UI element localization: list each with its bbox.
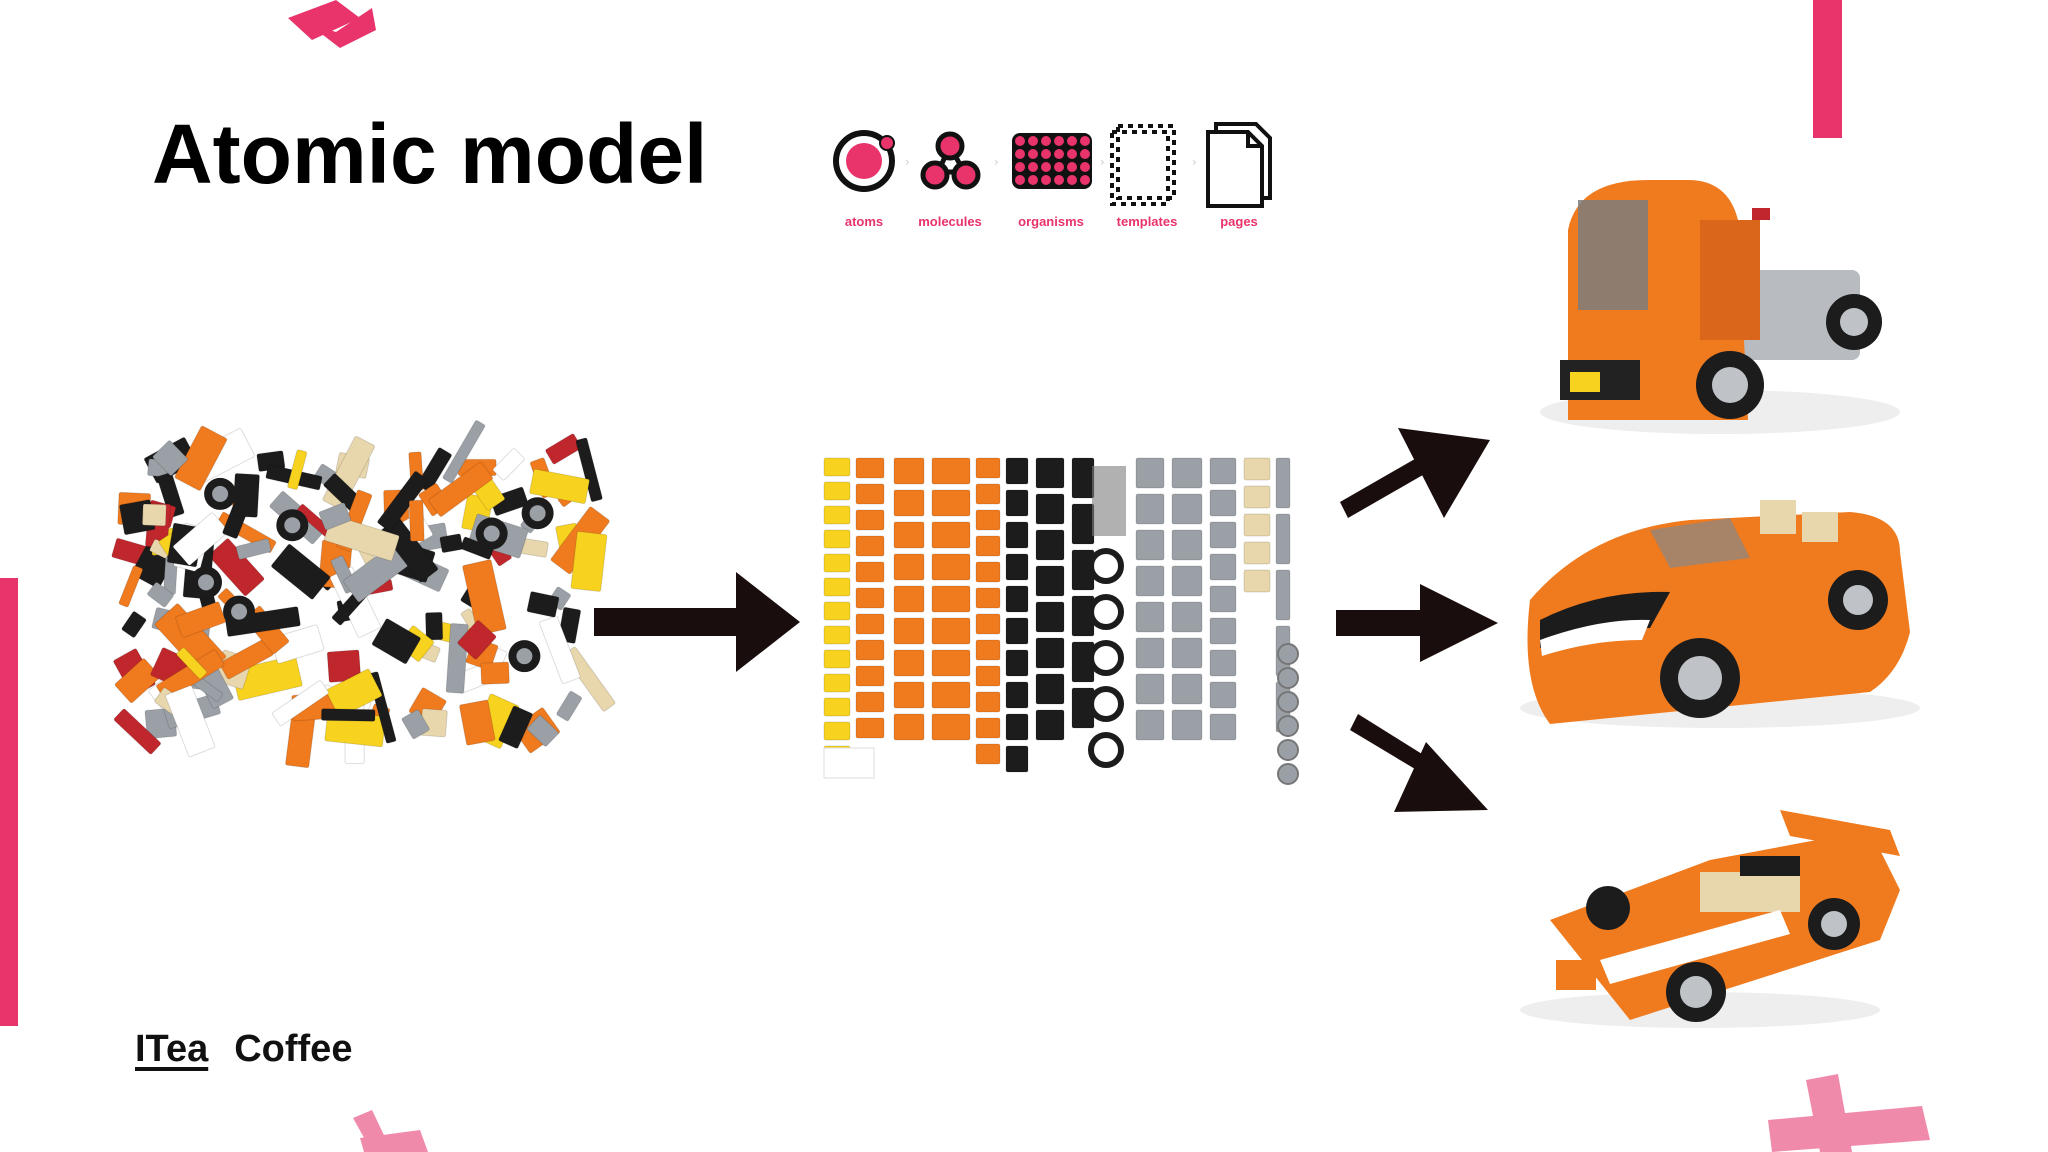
page-icon [1206,122,1272,208]
arrow-down-right-icon [1350,714,1488,812]
brand-coffee: Coffee [234,1028,353,1070]
step-arrow: › [994,155,999,169]
step-label-pages: pages [1220,214,1258,229]
step-label-organisms: organisms [1018,214,1084,229]
accent-bar-top-right [1813,0,1842,138]
step-arrow: › [905,155,910,169]
lego-racecar-image [1520,810,1900,1028]
cross-decoration-bottom-left [353,1110,428,1152]
scattered-lego-pieces [111,420,616,769]
arrow-up-right-icon [1340,428,1490,518]
lego-truck-image [1540,180,1900,434]
template-icon [1110,124,1176,206]
brand-logo: ITea Coffee [135,1030,352,1068]
step-label-atoms: atoms [844,214,884,229]
step-arrow: › [1192,155,1197,169]
arrow-right-icon [594,572,800,672]
sorted-lego-pieces [823,457,1299,785]
accent-bar-left [0,578,18,1026]
cross-decoration-top-left [288,0,376,48]
step-arrow: › [1100,155,1105,169]
molecule-icon [920,131,981,190]
step-label-molecules: molecules [918,214,982,229]
slide-title: Atomic model [152,107,708,201]
arrow-right-icon [1336,584,1498,662]
organism-icon [1012,133,1092,189]
atom-icon [833,130,895,192]
lego-convertible-image [1520,500,1920,728]
step-label-templates: templates [1116,214,1178,229]
brand-itea: ITea [135,1028,209,1070]
cross-decoration-bottom-right [1768,1074,1930,1152]
